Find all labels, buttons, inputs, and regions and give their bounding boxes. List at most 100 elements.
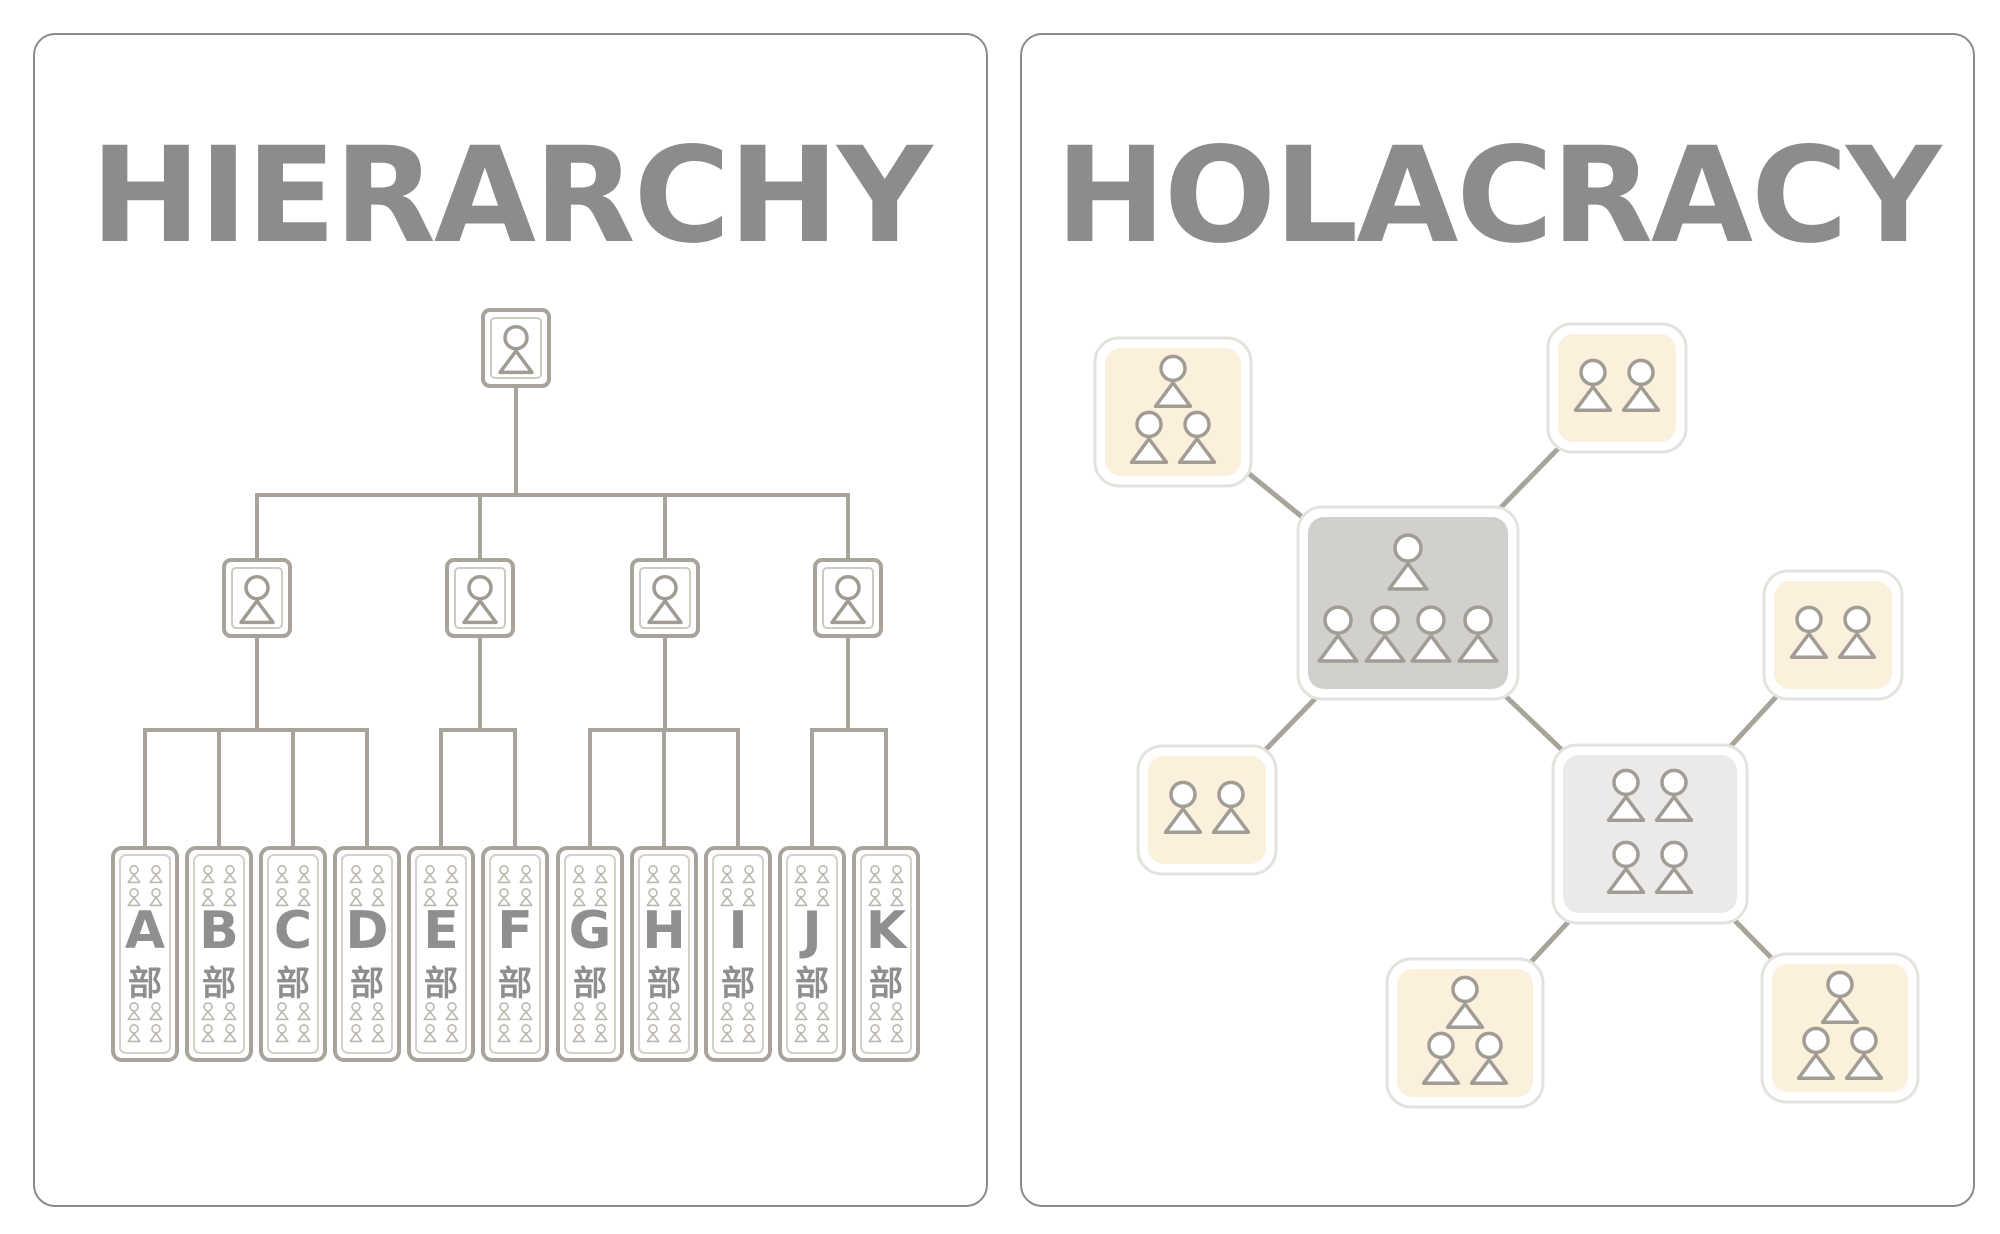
person-icon	[349, 1001, 363, 1021]
person-icon	[445, 1024, 459, 1043]
person-icon	[1421, 1031, 1461, 1085]
person-icon	[646, 1024, 660, 1043]
department-suffix: 部	[424, 964, 458, 1004]
department-letter: J	[799, 901, 821, 961]
person-icon	[794, 864, 808, 884]
person-icon	[127, 887, 141, 907]
department-suffix: 部	[795, 964, 829, 1004]
person-icon	[201, 864, 215, 884]
person-icon	[594, 864, 608, 884]
hierarchy-title: HIERARCHY	[90, 119, 932, 273]
person-icon	[594, 1024, 608, 1043]
person-icon	[149, 864, 163, 884]
person-icon	[594, 1001, 608, 1021]
department-letter: H	[642, 901, 686, 961]
person-icon	[349, 864, 363, 884]
person-icon	[127, 1024, 141, 1043]
person-icon	[519, 1024, 533, 1043]
division-manager-box-3	[630, 558, 700, 638]
department-letter: E	[423, 901, 459, 961]
person-icon	[1606, 840, 1646, 894]
person-icon	[868, 1024, 882, 1043]
person-icon	[1789, 605, 1829, 659]
department-k: K部	[852, 846, 920, 1062]
department-letter: I	[728, 901, 747, 961]
person-icon	[149, 1001, 163, 1021]
division-manager-box-1	[222, 558, 292, 638]
person-icon	[423, 1001, 437, 1021]
holacracy-title: HOLACRACY	[1055, 119, 1941, 273]
department-suffix: 部	[647, 964, 681, 1004]
person-icon	[223, 864, 237, 884]
person-icon	[742, 1024, 756, 1043]
person-icon	[816, 1001, 830, 1021]
person-icon	[720, 887, 734, 907]
person-icon	[371, 1001, 385, 1021]
holacracy-connector-lines	[1169, 384, 1844, 1037]
person-icon	[127, 1001, 141, 1021]
division-manager-box-4	[813, 558, 883, 638]
person-icon	[149, 887, 163, 907]
department-letter: K	[866, 901, 908, 961]
department-letter: D	[345, 901, 388, 961]
circle-top-left	[1093, 336, 1253, 488]
person-icon	[349, 1024, 363, 1043]
person-icon	[668, 887, 682, 907]
person-icon	[519, 864, 533, 884]
circle-top-right	[1546, 322, 1688, 454]
person-icon	[868, 864, 882, 884]
person-icon	[572, 864, 586, 884]
person-icon	[720, 1024, 734, 1043]
person-icon	[1211, 780, 1251, 834]
person-icon	[371, 1024, 385, 1043]
circle-bottom-right	[1760, 952, 1920, 1104]
person-icon	[1410, 605, 1452, 663]
holacracy-circles	[1093, 322, 1920, 1109]
person-icon	[1844, 1026, 1884, 1080]
person-icon	[646, 887, 660, 907]
hierarchy-connector-lines	[143, 386, 888, 850]
person-icon	[201, 1001, 215, 1021]
person-icon	[371, 864, 385, 884]
department-suffix: 部	[869, 964, 903, 1004]
person-icon	[1177, 410, 1217, 464]
sub-core-circle	[1551, 743, 1749, 925]
person-icon	[594, 887, 608, 907]
person-icon	[720, 864, 734, 884]
circle-left	[1136, 744, 1278, 876]
circle-bottom-left	[1385, 957, 1545, 1109]
person-icon	[1457, 605, 1499, 663]
division-manager-box-2	[445, 558, 515, 638]
person-icon	[816, 887, 830, 907]
person-icon	[445, 887, 459, 907]
person-icon	[1387, 533, 1429, 591]
person-icon	[349, 887, 363, 907]
person-icon	[275, 1001, 289, 1021]
person-icon	[223, 1024, 237, 1043]
department-letter: F	[497, 901, 533, 961]
person-icon	[794, 887, 808, 907]
person-icon	[868, 1001, 882, 1021]
department-d: D部	[333, 846, 401, 1062]
department-a: A部	[111, 846, 179, 1062]
person-icon	[498, 324, 534, 375]
circle-right	[1762, 569, 1904, 701]
person-icon	[890, 1001, 904, 1021]
person-icon	[297, 1024, 311, 1043]
department-suffix: 部	[128, 964, 162, 1004]
person-icon	[890, 1024, 904, 1043]
person-icon	[647, 574, 683, 625]
person-icon	[816, 1024, 830, 1043]
person-icon	[816, 864, 830, 884]
department-i: I部	[704, 846, 772, 1062]
person-icon	[720, 1001, 734, 1021]
person-icon	[668, 864, 682, 884]
person-icon	[742, 1001, 756, 1021]
person-icon	[497, 887, 511, 907]
person-icon	[297, 1001, 311, 1021]
person-icon	[297, 887, 311, 907]
person-icon	[572, 1001, 586, 1021]
person-icon	[519, 1001, 533, 1021]
person-icon	[742, 887, 756, 907]
